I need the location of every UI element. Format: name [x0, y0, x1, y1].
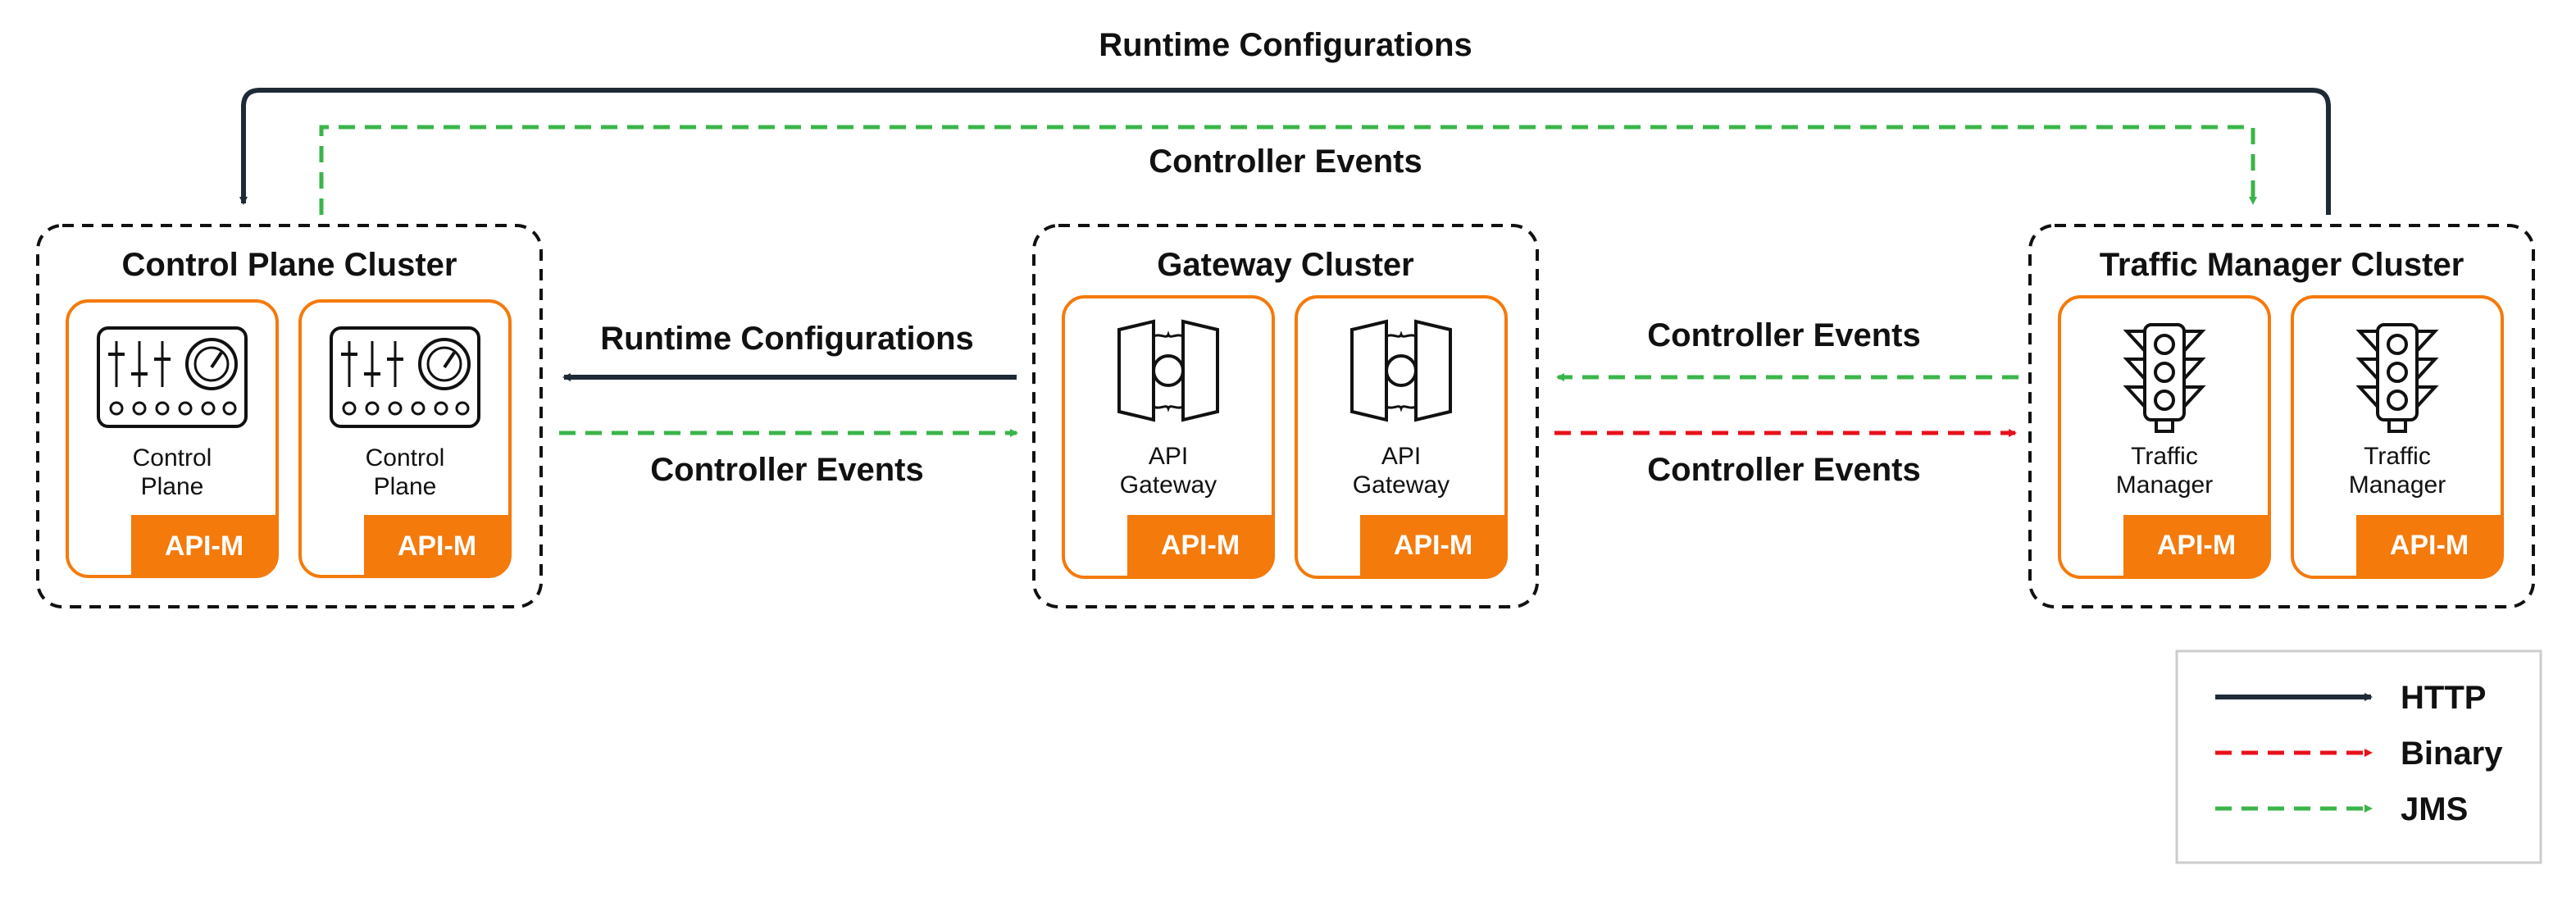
badge-label: API-M	[1161, 530, 1240, 561]
right-events-bottom-label: Controller Events	[1647, 452, 1920, 488]
top-events-label: Controller Events	[1149, 144, 1422, 180]
top-runtime-label: Runtime Configurations	[1099, 27, 1472, 63]
node-label-line1: Traffic	[2131, 443, 2198, 470]
badge-label: API-M	[1394, 530, 1472, 561]
node-label-line1: Control	[366, 444, 445, 472]
runtime-config-top-arrow	[239, 88, 2331, 215]
traffic-manager-node: Traffic Manager API-M	[2058, 295, 2271, 579]
cluster-title: Control Plane Cluster	[122, 247, 457, 283]
api-m-badge	[1360, 515, 1506, 577]
left-events-label: Controller Events	[650, 452, 923, 488]
gateway-cluster: Gateway Cluster API Gateway API-M API Ga…	[1032, 224, 1539, 608]
node-label-line2: Gateway	[1120, 472, 1217, 499]
right-events-top-label: Controller Events	[1647, 317, 1920, 353]
traffic-manager-node: Traffic Manager API-M	[2291, 295, 2504, 579]
cluster-title: Traffic Manager Cluster	[2100, 247, 2464, 283]
node-label-line1: Control	[133, 444, 212, 472]
control-plane-node: Control Plane API-M	[66, 299, 279, 578]
api-m-badge	[364, 515, 510, 576]
api-m-badge	[2123, 515, 2269, 577]
badge-label: API-M	[165, 531, 243, 562]
badge-label: API-M	[2390, 530, 2469, 561]
node-label-line1: Traffic	[2364, 443, 2431, 470]
legend-box	[2175, 649, 2542, 864]
legend-jms-label: JMS	[2401, 791, 2468, 827]
node-label-line1: API	[1381, 443, 1421, 470]
api-gateway-node: API Gateway API-M	[1062, 295, 1275, 579]
node-label-line2: Manager	[2116, 472, 2213, 499]
api-gateway-node: API Gateway API-M	[1295, 295, 1508, 579]
node-label-line2: Plane	[141, 473, 204, 500]
cluster-title: Gateway Cluster	[1157, 247, 1413, 283]
legend-http-label: HTTP	[2401, 680, 2486, 716]
controller-events-top-arrow	[319, 125, 2257, 215]
api-m-badge	[131, 515, 277, 576]
node-label-line2: Plane	[374, 473, 437, 500]
node-label-line2: Gateway	[1353, 472, 1450, 499]
badge-label: API-M	[398, 531, 476, 562]
control-plane-node: Control Plane API-M	[298, 299, 512, 578]
legend: HTTP Binary JMS	[2175, 649, 2542, 864]
left-runtime-label: Runtime Configurations	[600, 321, 974, 357]
badge-label: API-M	[2157, 530, 2236, 561]
api-m-badge	[1127, 515, 1273, 577]
legend-binary-label: Binary	[2401, 736, 2503, 772]
traffic-manager-cluster: Traffic Manager Cluster Traffic Manager …	[2028, 224, 2535, 608]
control-plane-cluster: Control Plane Cluster Control Plane API-…	[36, 224, 543, 608]
node-label-line2: Manager	[2349, 472, 2446, 499]
api-m-badge	[2356, 515, 2502, 577]
node-label-line1: API	[1149, 443, 1188, 470]
